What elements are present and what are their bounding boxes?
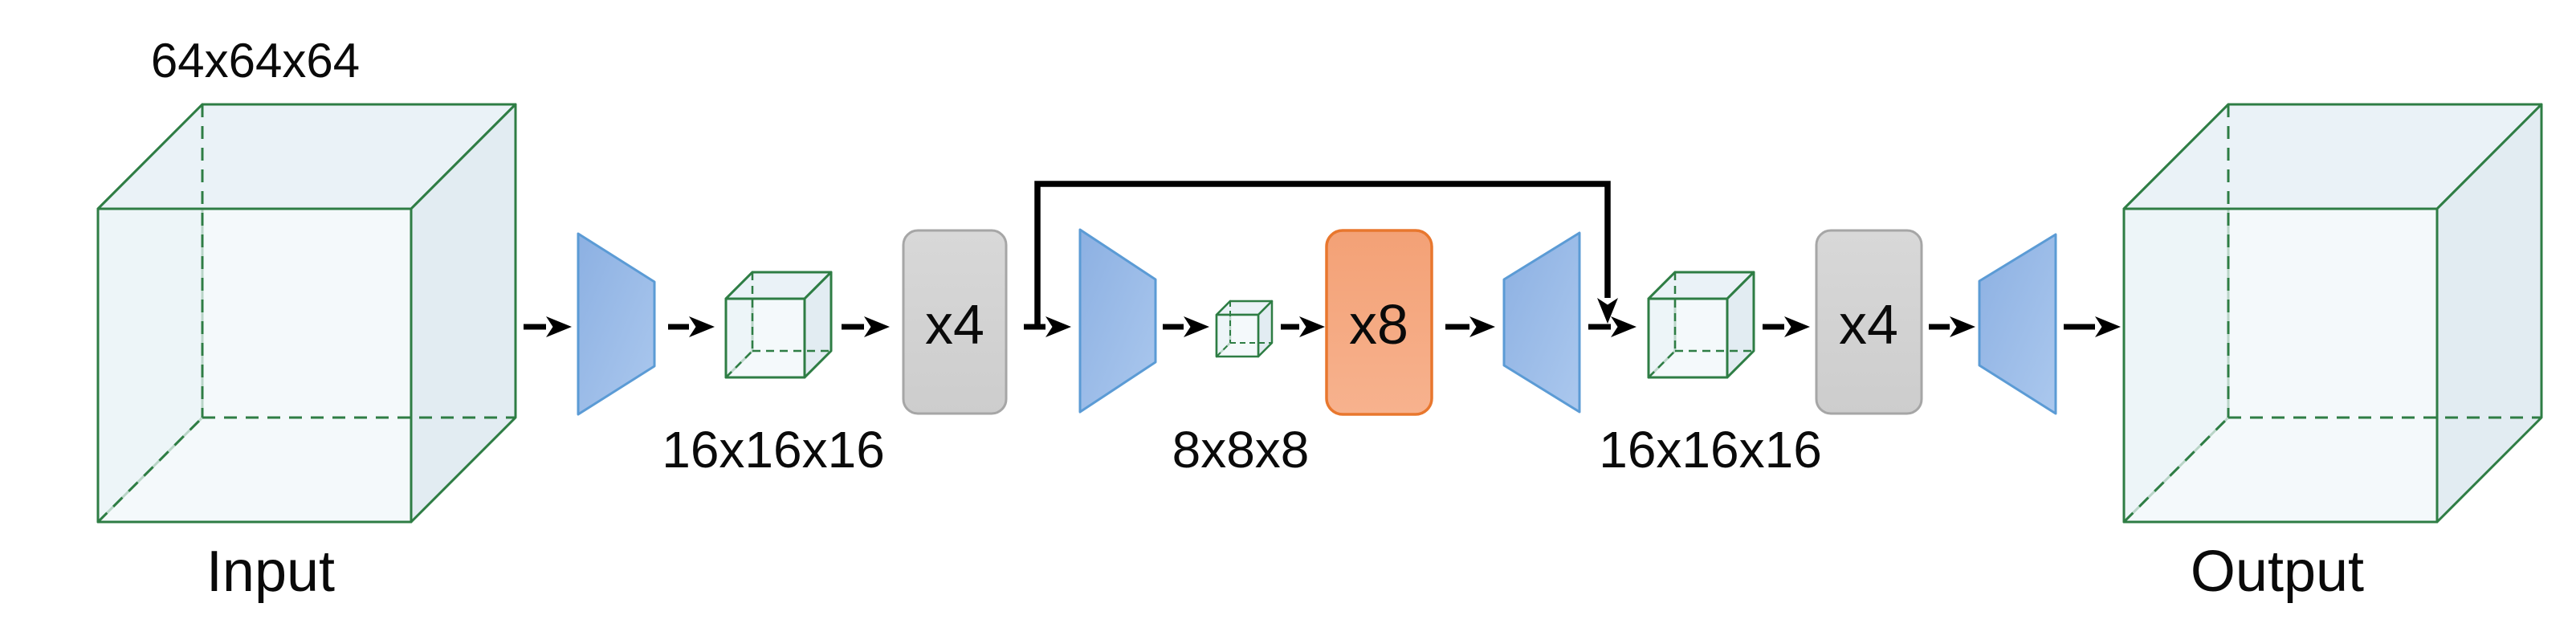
encoder-conv-block	[902, 229, 1008, 415]
bottleneck-block-label: x8	[1349, 293, 1408, 356]
output-label: Output	[2191, 540, 2364, 604]
decoder-conv-block	[1815, 229, 1923, 415]
encoder-downsample-trapezoid-icon	[577, 232, 656, 416]
bottleneck-cube-hidden-edge	[1216, 342, 1231, 357]
decoder-feature-cube-icon	[1647, 271, 1755, 379]
input-label: Input	[206, 540, 335, 604]
bottleneck-cube-icon	[1215, 300, 1274, 358]
output-cube-hidden-edge	[2122, 416, 2230, 524]
decoder-block-label: x4	[1839, 293, 1898, 356]
feature-cube-hidden-edge	[725, 350, 753, 378]
encoder-downsample-trapezoid-icon	[1078, 228, 1157, 414]
input-cube-hidden-edge	[96, 416, 204, 524]
decoder-feat-dims-label: 16x16x16	[1599, 421, 1822, 479]
encoder-feat-dims-label: 16x16x16	[662, 421, 885, 479]
decoder-upsample-trapezoid-icon	[1502, 231, 1581, 414]
input-cube-icon	[96, 103, 517, 524]
encoder-block-label: x4	[925, 293, 984, 356]
encoder-feature-cube-icon	[724, 271, 833, 379]
bottleneck-dims-label: 8x8x8	[1172, 421, 1310, 479]
skip-connection-arrow	[1034, 181, 1618, 327]
decoder-upsample-trapezoid-icon	[1978, 233, 2057, 415]
bottleneck-cube-front-face	[1215, 313, 1260, 358]
input-dims-label: 64x64x64	[151, 34, 360, 88]
output-cube-icon	[2122, 103, 2543, 524]
feature-cube-hidden-edge	[1648, 350, 1676, 378]
bottleneck-residual-block	[1325, 229, 1433, 416]
